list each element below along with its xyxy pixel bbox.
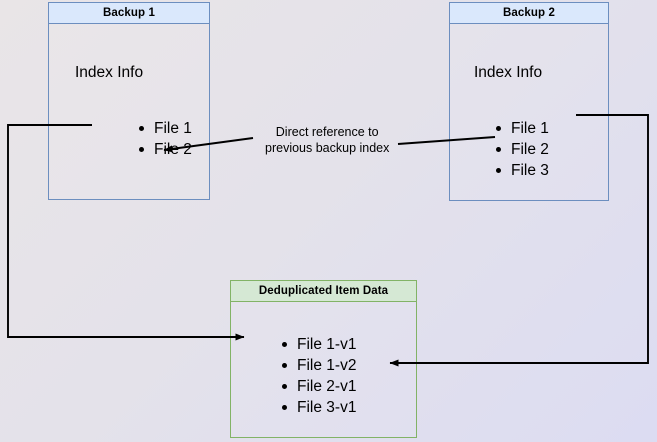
bullet-icon	[282, 363, 287, 368]
list-item-label: File 3	[511, 162, 549, 179]
deduplicated-item-data-box[interactable]: Deduplicated Item Data File 1-v1 File 1-…	[230, 280, 417, 438]
bullet-icon	[282, 342, 287, 347]
list-item[interactable]: File 3-v1	[282, 397, 356, 418]
backup-1-header: Backup 1	[49, 3, 209, 24]
list-item-label: File 1	[511, 120, 549, 137]
bullet-icon	[496, 126, 501, 131]
deduplicated-item-data-header: Deduplicated Item Data	[231, 281, 416, 302]
backup-1-box[interactable]: Backup 1 Index Info File 1 File 2	[48, 2, 210, 200]
list-item[interactable]: File 1-v1	[282, 334, 356, 355]
backup-2-header: Backup 2	[450, 3, 608, 24]
direct-reference-note-line-1: Direct reference to	[275, 125, 379, 139]
backup-2-index-info-label: Index Info	[474, 64, 543, 81]
list-item-label: File 3-v1	[297, 399, 357, 416]
bullet-icon	[496, 168, 501, 173]
list-item-label: File 2-v1	[297, 378, 357, 395]
bullet-icon	[282, 405, 287, 410]
list-item[interactable]: File 2	[139, 139, 192, 160]
backup-2-file-list: File 1 File 2 File 3	[496, 118, 549, 181]
bullet-icon	[282, 384, 287, 389]
direct-reference-note: Direct reference to previous backup inde…	[265, 124, 389, 156]
list-item[interactable]: File 1	[139, 118, 192, 139]
list-item[interactable]: File 2	[496, 139, 549, 160]
list-item-label: File 1-v2	[297, 357, 357, 374]
list-item[interactable]: File 2-v1	[282, 376, 356, 397]
list-item[interactable]: File 1-v2	[282, 355, 356, 376]
list-item-label: File 2	[511, 141, 549, 158]
backup-2-body: Index Info File 1 File 2 File 3	[450, 24, 608, 200]
deduplicated-file-list: File 1-v1 File 1-v2 File 2-v1 File 3-v1	[282, 334, 356, 418]
bullet-icon	[496, 147, 501, 152]
list-item-label: File 1	[154, 120, 192, 137]
list-item[interactable]: File 1	[496, 118, 549, 139]
list-item-label: File 2	[154, 141, 192, 158]
bullet-icon	[139, 126, 144, 131]
list-item[interactable]: File 3	[496, 160, 549, 181]
backup-1-index-info-label: Index Info	[75, 64, 144, 81]
direct-reference-note-line-2: previous backup index	[265, 141, 390, 155]
bullet-icon	[139, 147, 144, 152]
backup-1-body: Index Info File 1 File 2	[49, 24, 209, 199]
backup-2-box[interactable]: Backup 2 Index Info File 1 File 2 File 3	[449, 2, 609, 201]
list-item-label: File 1-v1	[297, 336, 357, 353]
backup-1-file-list: File 1 File 2	[139, 118, 192, 160]
deduplicated-item-data-body: File 1-v1 File 1-v2 File 2-v1 File 3-v1	[231, 302, 416, 437]
